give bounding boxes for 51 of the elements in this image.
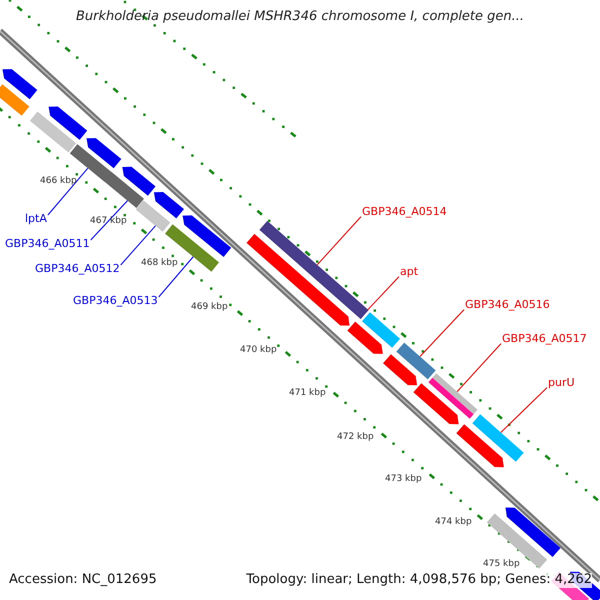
- gene-bar: [472, 414, 524, 462]
- leader-line: [456, 343, 502, 392]
- gene-label: purU: [548, 377, 575, 390]
- leader-line: [316, 216, 362, 266]
- gene-bar: [259, 220, 369, 320]
- gene-label: GBP346_A0514: [362, 206, 447, 219]
- scale-label: 466 kbp: [40, 176, 77, 186]
- summary-text: Topology: linear; Length: 4,098,576 bp; Genes: 4,262: [246, 573, 592, 588]
- gene-bar: [154, 192, 184, 218]
- scale-label: 475 kbp: [483, 559, 520, 570]
- scale-label: 472 kbp: [337, 432, 374, 442]
- leader-line: [158, 256, 194, 298]
- gene-label: apt: [400, 266, 418, 279]
- leader-line: [419, 309, 464, 357]
- gene-label: GBP346_A0511: [5, 238, 90, 251]
- gene-bar: [182, 215, 232, 257]
- scale-label: 469 kbp: [191, 302, 228, 312]
- gene-bar: [347, 322, 383, 354]
- scale-label: 473 kbp: [385, 474, 422, 484]
- gene-bar: [362, 312, 400, 348]
- scale-label: 471 kbp: [289, 388, 326, 398]
- gene-bar: [383, 354, 417, 386]
- scale-label: 474 kbp: [435, 517, 472, 528]
- gene-bar: [413, 383, 459, 424]
- leader-line: [500, 387, 548, 433]
- leader-line: [90, 200, 128, 240]
- leader-line: [47, 168, 88, 216]
- gene-bar: [30, 112, 76, 152]
- gene-bar: [136, 200, 170, 232]
- gene-label: GBP346_A0512: [35, 263, 120, 276]
- gene-bar: [2, 69, 38, 100]
- gene-bar: [246, 234, 350, 326]
- leader-line: [120, 225, 156, 266]
- gene-bar: [122, 166, 156, 196]
- gene-bar: [396, 342, 436, 380]
- gene-label: GBP346_A0516: [465, 299, 550, 312]
- gene-bar: [104, 172, 144, 208]
- scale-label: 467 kbp: [90, 216, 127, 226]
- scale-label: 470 kbp: [240, 345, 277, 356]
- gene-bar: [456, 424, 504, 468]
- gene-bar: [86, 138, 122, 168]
- gene-bar: [0, 84, 30, 116]
- gene-bar: [428, 373, 478, 419]
- scale-label: 468 kbp: [141, 258, 178, 268]
- gene-bar: [506, 508, 560, 557]
- gene-bar: [48, 106, 88, 140]
- gene-label: GBP346_A0517: [502, 333, 587, 346]
- gene-label: GBP346_A0513: [73, 295, 158, 308]
- gene-label: lptA: [25, 213, 47, 226]
- accession-text: Accession: NC_012695: [9, 573, 157, 588]
- map-title: Burkholderia pseudomallei MSHR346 chromosome I, complete gen...: [74, 10, 526, 25]
